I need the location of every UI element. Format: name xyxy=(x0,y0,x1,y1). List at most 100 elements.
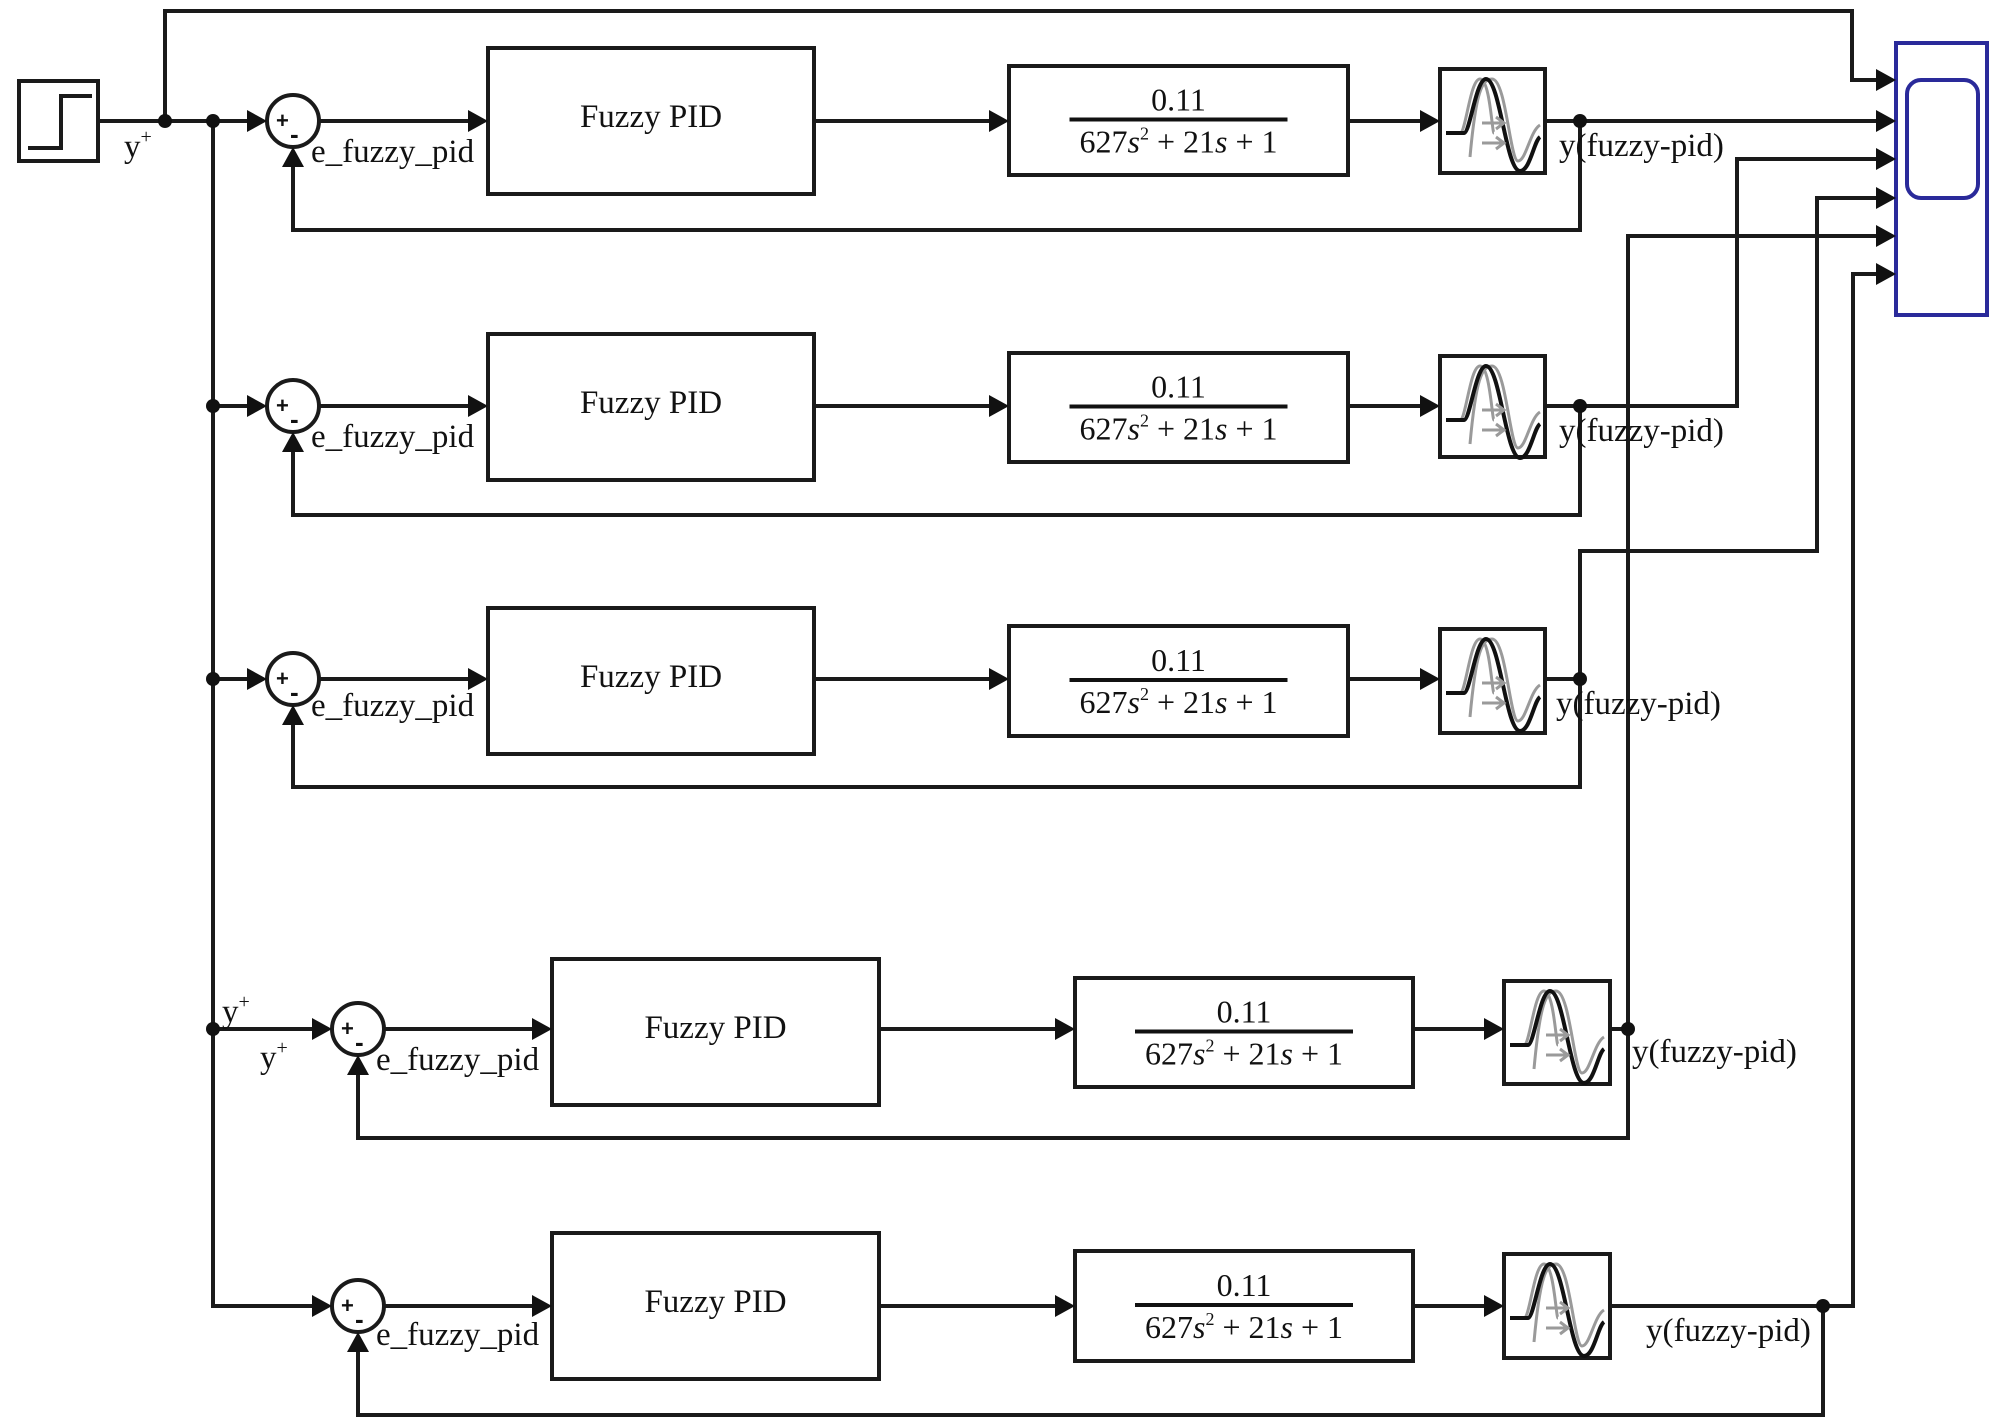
tf-numerator: 0.11 xyxy=(1151,369,1206,405)
arrowhead xyxy=(247,395,267,417)
sum-minus-sign: - xyxy=(290,119,299,149)
sum-plus-sign: + xyxy=(276,666,289,691)
scope-input-port-3 xyxy=(1876,148,1896,170)
sum-plus-sign: + xyxy=(341,1016,354,1041)
sum-block[interactable]: +- xyxy=(330,1278,386,1334)
arrowhead xyxy=(1420,395,1440,417)
transport-delay-block[interactable] xyxy=(1438,627,1547,735)
arrowhead xyxy=(1420,668,1440,690)
fuzzy-pid-frame xyxy=(550,1231,881,1381)
step-source-block[interactable] xyxy=(17,79,100,163)
fuzzy-pid-block[interactable]: Fuzzy PID xyxy=(486,332,816,482)
tf-denominator: 627s2 + 21s + 1 xyxy=(1145,1309,1343,1345)
scope-block[interactable] xyxy=(1894,41,1989,317)
fuzzy-pid-frame xyxy=(486,46,816,196)
output-signal-label: y(fuzzy-pid) xyxy=(1559,413,1724,449)
wire-loop4-to-scope-in5 xyxy=(1610,234,1880,1031)
fuzzy-pid-label: Fuzzy PID xyxy=(644,1010,786,1046)
wire-loop4-feedback xyxy=(356,1029,1630,1140)
sum-plus-sign: + xyxy=(276,393,289,418)
tf-numerator: 0.11 xyxy=(1151,82,1206,118)
arrowhead xyxy=(247,668,267,690)
wire-step-to-scope-in1 xyxy=(163,9,1880,121)
tf-numerator: 0.11 xyxy=(1151,642,1206,678)
arrowhead xyxy=(1055,1018,1075,1040)
step-icon xyxy=(28,94,92,150)
sum-plus-sign: + xyxy=(276,108,289,133)
loop4-input-label-1: y+ xyxy=(222,991,250,1030)
scope-screen-icon xyxy=(1905,78,1980,200)
output-signal-label: y(fuzzy-pid) xyxy=(1559,128,1724,164)
tf-numerator: 0.11 xyxy=(1217,994,1272,1030)
transfer-function-block[interactable]: 0.11 627s2 + 21s + 1 xyxy=(1073,976,1415,1089)
error-signal-label: e_fuzzy_pid xyxy=(376,1042,540,1078)
arrowhead xyxy=(282,432,304,452)
arrowhead xyxy=(989,395,1009,417)
sum-minus-sign: - xyxy=(290,404,299,434)
wire-loop3-feedback xyxy=(291,679,1582,789)
transfer-function-block[interactable]: 0.11 627s2 + 21s + 1 xyxy=(1007,624,1350,738)
tf-numerator: 0.11 xyxy=(1217,1267,1272,1303)
fuzzy-pid-block[interactable]: Fuzzy PID xyxy=(550,1231,881,1381)
arrowhead xyxy=(1484,1295,1504,1317)
fuzzy-pid-block[interactable]: Fuzzy PID xyxy=(486,606,816,756)
loop4-input-label-2: y+ xyxy=(260,1037,288,1076)
transport-delay-block[interactable] xyxy=(1502,979,1612,1086)
scope-input-port-2 xyxy=(1876,110,1896,132)
wire-loop5-to-scope-in6 xyxy=(1610,272,1880,1308)
sum-minus-sign: - xyxy=(290,677,299,707)
output-signal-label: y(fuzzy-pid) xyxy=(1556,686,1721,722)
fuzzy-pid-label: Fuzzy PID xyxy=(580,385,722,421)
wire-loop2-to-scope-in3 xyxy=(1545,157,1880,408)
arrowhead xyxy=(347,1332,369,1352)
transport-delay-block[interactable] xyxy=(1502,1252,1612,1360)
control-loop-4: +-e_fuzzy_pid Fuzzy PID 0.11 627s2 + 21s + … xyxy=(312,957,1797,1107)
sum-minus-sign: - xyxy=(355,1027,364,1057)
transfer-function-block[interactable]: 0.11 627s2 + 21s + 1 xyxy=(1073,1249,1415,1363)
tf-denominator: 627s2 + 21s + 1 xyxy=(1080,684,1278,720)
wire-reference-bus xyxy=(211,121,328,1308)
arrowhead xyxy=(468,395,488,417)
transfer-function-block[interactable]: 0.11 627s2 + 21s + 1 xyxy=(1007,64,1350,177)
arrowhead xyxy=(1055,1295,1075,1317)
output-signal-label: y(fuzzy-pid) xyxy=(1632,1034,1797,1070)
error-signal-label: e_fuzzy_pid xyxy=(311,419,475,455)
transport-delay-block[interactable] xyxy=(1438,67,1547,175)
error-signal-label: e_fuzzy_pid xyxy=(376,1317,540,1353)
scope-input-port-5 xyxy=(1876,225,1896,247)
arrowhead xyxy=(347,1055,369,1075)
arrowhead xyxy=(468,110,488,132)
fuzzy-pid-block[interactable]: Fuzzy PID xyxy=(486,46,816,196)
scope-input-port-1 xyxy=(1876,69,1896,91)
source-signal-label: y+ xyxy=(124,126,152,165)
wire-loop2-feedback xyxy=(291,406,1582,517)
arrowhead xyxy=(989,668,1009,690)
arrowhead xyxy=(1484,1018,1504,1040)
wire-loop1-feedback xyxy=(291,121,1582,232)
arrowhead xyxy=(1420,110,1440,132)
scope-input-port-6 xyxy=(1876,263,1896,285)
error-signal-label: e_fuzzy_pid xyxy=(311,134,475,170)
arrowhead xyxy=(282,705,304,725)
output-signal-label: y(fuzzy-pid) xyxy=(1646,1313,1811,1349)
control-loop-1: +-e_fuzzy_pid Fuzzy PID 0.11 627s2 + 21s + … xyxy=(247,46,1724,196)
tf-denominator: 627s2 + 21s + 1 xyxy=(1080,124,1278,160)
wire-loop5-feedback xyxy=(356,1306,1825,1417)
fuzzy-pid-block[interactable]: Fuzzy PID xyxy=(550,957,881,1107)
fuzzy-pid-frame xyxy=(486,606,816,756)
fuzzy-pid-frame xyxy=(550,957,881,1107)
scope-input-port-4 xyxy=(1876,187,1896,209)
fuzzy-pid-label: Fuzzy PID xyxy=(644,1284,786,1320)
fuzzy-pid-frame xyxy=(486,332,816,482)
fuzzy-pid-label: Fuzzy PID xyxy=(580,659,722,695)
arrowhead xyxy=(247,110,267,132)
sum-plus-sign: + xyxy=(341,1293,354,1318)
tf-denominator: 627s2 + 21s + 1 xyxy=(1145,1036,1343,1072)
control-loop-5: +-e_fuzzy_pid Fuzzy PID 0.11 627s2 + 21s + … xyxy=(312,1231,1811,1381)
sum-block[interactable]: +- xyxy=(265,93,321,149)
transport-delay-block[interactable] xyxy=(1438,354,1547,460)
